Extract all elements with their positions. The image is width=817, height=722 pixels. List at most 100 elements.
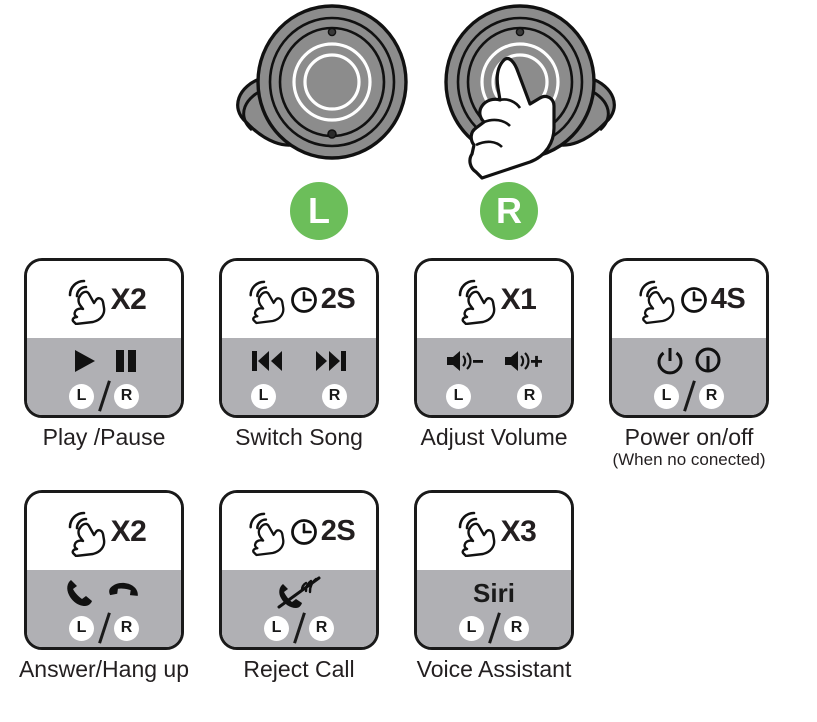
gesture-count: X2 xyxy=(110,282,147,316)
touch-tap-icon xyxy=(458,511,495,557)
clock-icon xyxy=(680,286,707,313)
badge-right-label: R xyxy=(315,619,328,636)
action-icons: Siri xyxy=(417,574,571,612)
badge-left-label: L xyxy=(258,387,269,404)
card-switch-song: 2S xyxy=(201,258,397,449)
clock-icon xyxy=(290,286,317,313)
earbud-assignment: L R xyxy=(69,380,139,412)
badge-right: R xyxy=(517,383,542,409)
control-cards-row-2: X2 xyxy=(0,490,817,722)
right-earbud xyxy=(400,4,640,184)
badge-left-label: L xyxy=(453,387,464,404)
control-cards-row-1: X2 L xyxy=(0,258,817,490)
gesture-count: X2 xyxy=(110,514,147,548)
badge-right: R xyxy=(114,383,139,409)
earbud-control-guide: L R X2 xyxy=(0,0,817,699)
card-caption: Reject Call xyxy=(243,656,355,682)
separator-slash xyxy=(679,381,699,411)
card-body: X1 xyxy=(414,258,574,418)
card-action-area: Siri L R xyxy=(417,570,571,647)
previous-track-icon xyxy=(252,351,282,371)
card-caption: Switch Song xyxy=(235,424,363,450)
card-adjust-volume: X1 xyxy=(396,258,592,449)
badge-right-label: R xyxy=(510,619,523,636)
card-subcaption: (When no conected) xyxy=(612,450,766,470)
card-body: X2 xyxy=(24,490,184,650)
badge-right-label: R xyxy=(328,387,341,404)
action-icons xyxy=(222,574,376,612)
gesture-count: 4S xyxy=(710,283,746,315)
card-gesture-area: 2S xyxy=(222,261,376,338)
badge-right: R xyxy=(699,383,724,409)
left-earbud xyxy=(212,4,452,184)
card-caption: Adjust Volume xyxy=(420,424,568,450)
earbud-assignment: L R xyxy=(251,380,347,412)
separator-slash xyxy=(94,381,114,411)
card-gesture-area: X1 xyxy=(417,261,571,338)
left-earbud-badge: L xyxy=(290,182,348,240)
card-action-area: L R xyxy=(27,338,181,415)
badge-left-label: L xyxy=(661,387,672,404)
card-body: X3 Siri L R xyxy=(414,490,574,650)
badge-left: L xyxy=(654,383,679,409)
gesture-count: 2S xyxy=(320,515,356,547)
left-earbud-badge-label: L xyxy=(308,190,330,231)
badge-left-label: L xyxy=(76,619,87,636)
touch-tap-icon xyxy=(639,280,675,324)
card-action-area: L R xyxy=(222,338,376,415)
badge-left-label: L xyxy=(76,387,87,404)
phone-hangup-icon xyxy=(109,582,138,596)
card-action-area: L R xyxy=(612,338,766,415)
badge-left: L xyxy=(264,615,289,641)
card-body: 2S L xyxy=(219,490,379,650)
next-track-icon xyxy=(316,351,346,371)
card-caption: Play /Pause xyxy=(42,424,166,450)
action-icons xyxy=(27,574,181,612)
power-on-icon xyxy=(695,347,721,373)
earbuds-illustration: L R xyxy=(0,0,817,240)
earbud-assignment: L R xyxy=(459,612,529,644)
separator-slash xyxy=(289,613,309,643)
earbud-assignment: L R xyxy=(69,612,139,644)
action-icons xyxy=(417,342,571,380)
badge-right-label: R xyxy=(705,387,718,404)
pause-icon xyxy=(116,350,136,372)
card-gesture-area: 2S xyxy=(222,493,376,570)
touch-tap-icon xyxy=(458,279,495,325)
gesture-count: X3 xyxy=(500,514,537,548)
card-power-on-off: 4S xyxy=(591,258,787,469)
badge-right-label: R xyxy=(120,619,133,636)
gesture-count: X1 xyxy=(500,282,537,316)
card-voice-assistant: X3 Siri L R Voice Assistant xyxy=(396,490,592,681)
card-caption: Answer/Hang up xyxy=(18,656,190,682)
right-earbud-badge: R xyxy=(480,182,538,240)
phone-reject-icon xyxy=(277,576,321,609)
card-gesture-area: X3 xyxy=(417,493,571,570)
badge-left-label: L xyxy=(466,619,477,636)
card-reject-call: 2S L xyxy=(201,490,397,681)
card-action-area: L R xyxy=(27,570,181,647)
card-caption: Power on/off xyxy=(624,424,754,450)
card-body: X2 L xyxy=(24,258,184,418)
action-icons xyxy=(612,342,766,380)
phone-answer-icon xyxy=(67,580,92,606)
touch-tap-icon xyxy=(249,512,285,556)
separator-slash xyxy=(94,613,114,643)
gesture-count: 2S xyxy=(320,283,356,315)
card-body: 2S xyxy=(219,258,379,418)
badge-left: L xyxy=(251,383,276,409)
earbud-assignment: L R xyxy=(264,612,334,644)
card-gesture-area: X2 xyxy=(27,493,181,570)
earbud-assignment: L R xyxy=(654,380,724,412)
touch-tap-icon xyxy=(249,280,285,324)
pointing-hand-icon xyxy=(468,56,556,180)
card-gesture-area: 4S xyxy=(612,261,766,338)
card-gesture-area: X2 xyxy=(27,261,181,338)
action-icons xyxy=(27,342,181,380)
badge-right: R xyxy=(504,615,529,641)
card-answer-hang-up: X2 xyxy=(6,490,202,681)
volume-up-icon xyxy=(505,351,542,371)
separator-slash xyxy=(484,613,504,643)
badge-left: L xyxy=(459,615,484,641)
action-icons xyxy=(222,342,376,380)
